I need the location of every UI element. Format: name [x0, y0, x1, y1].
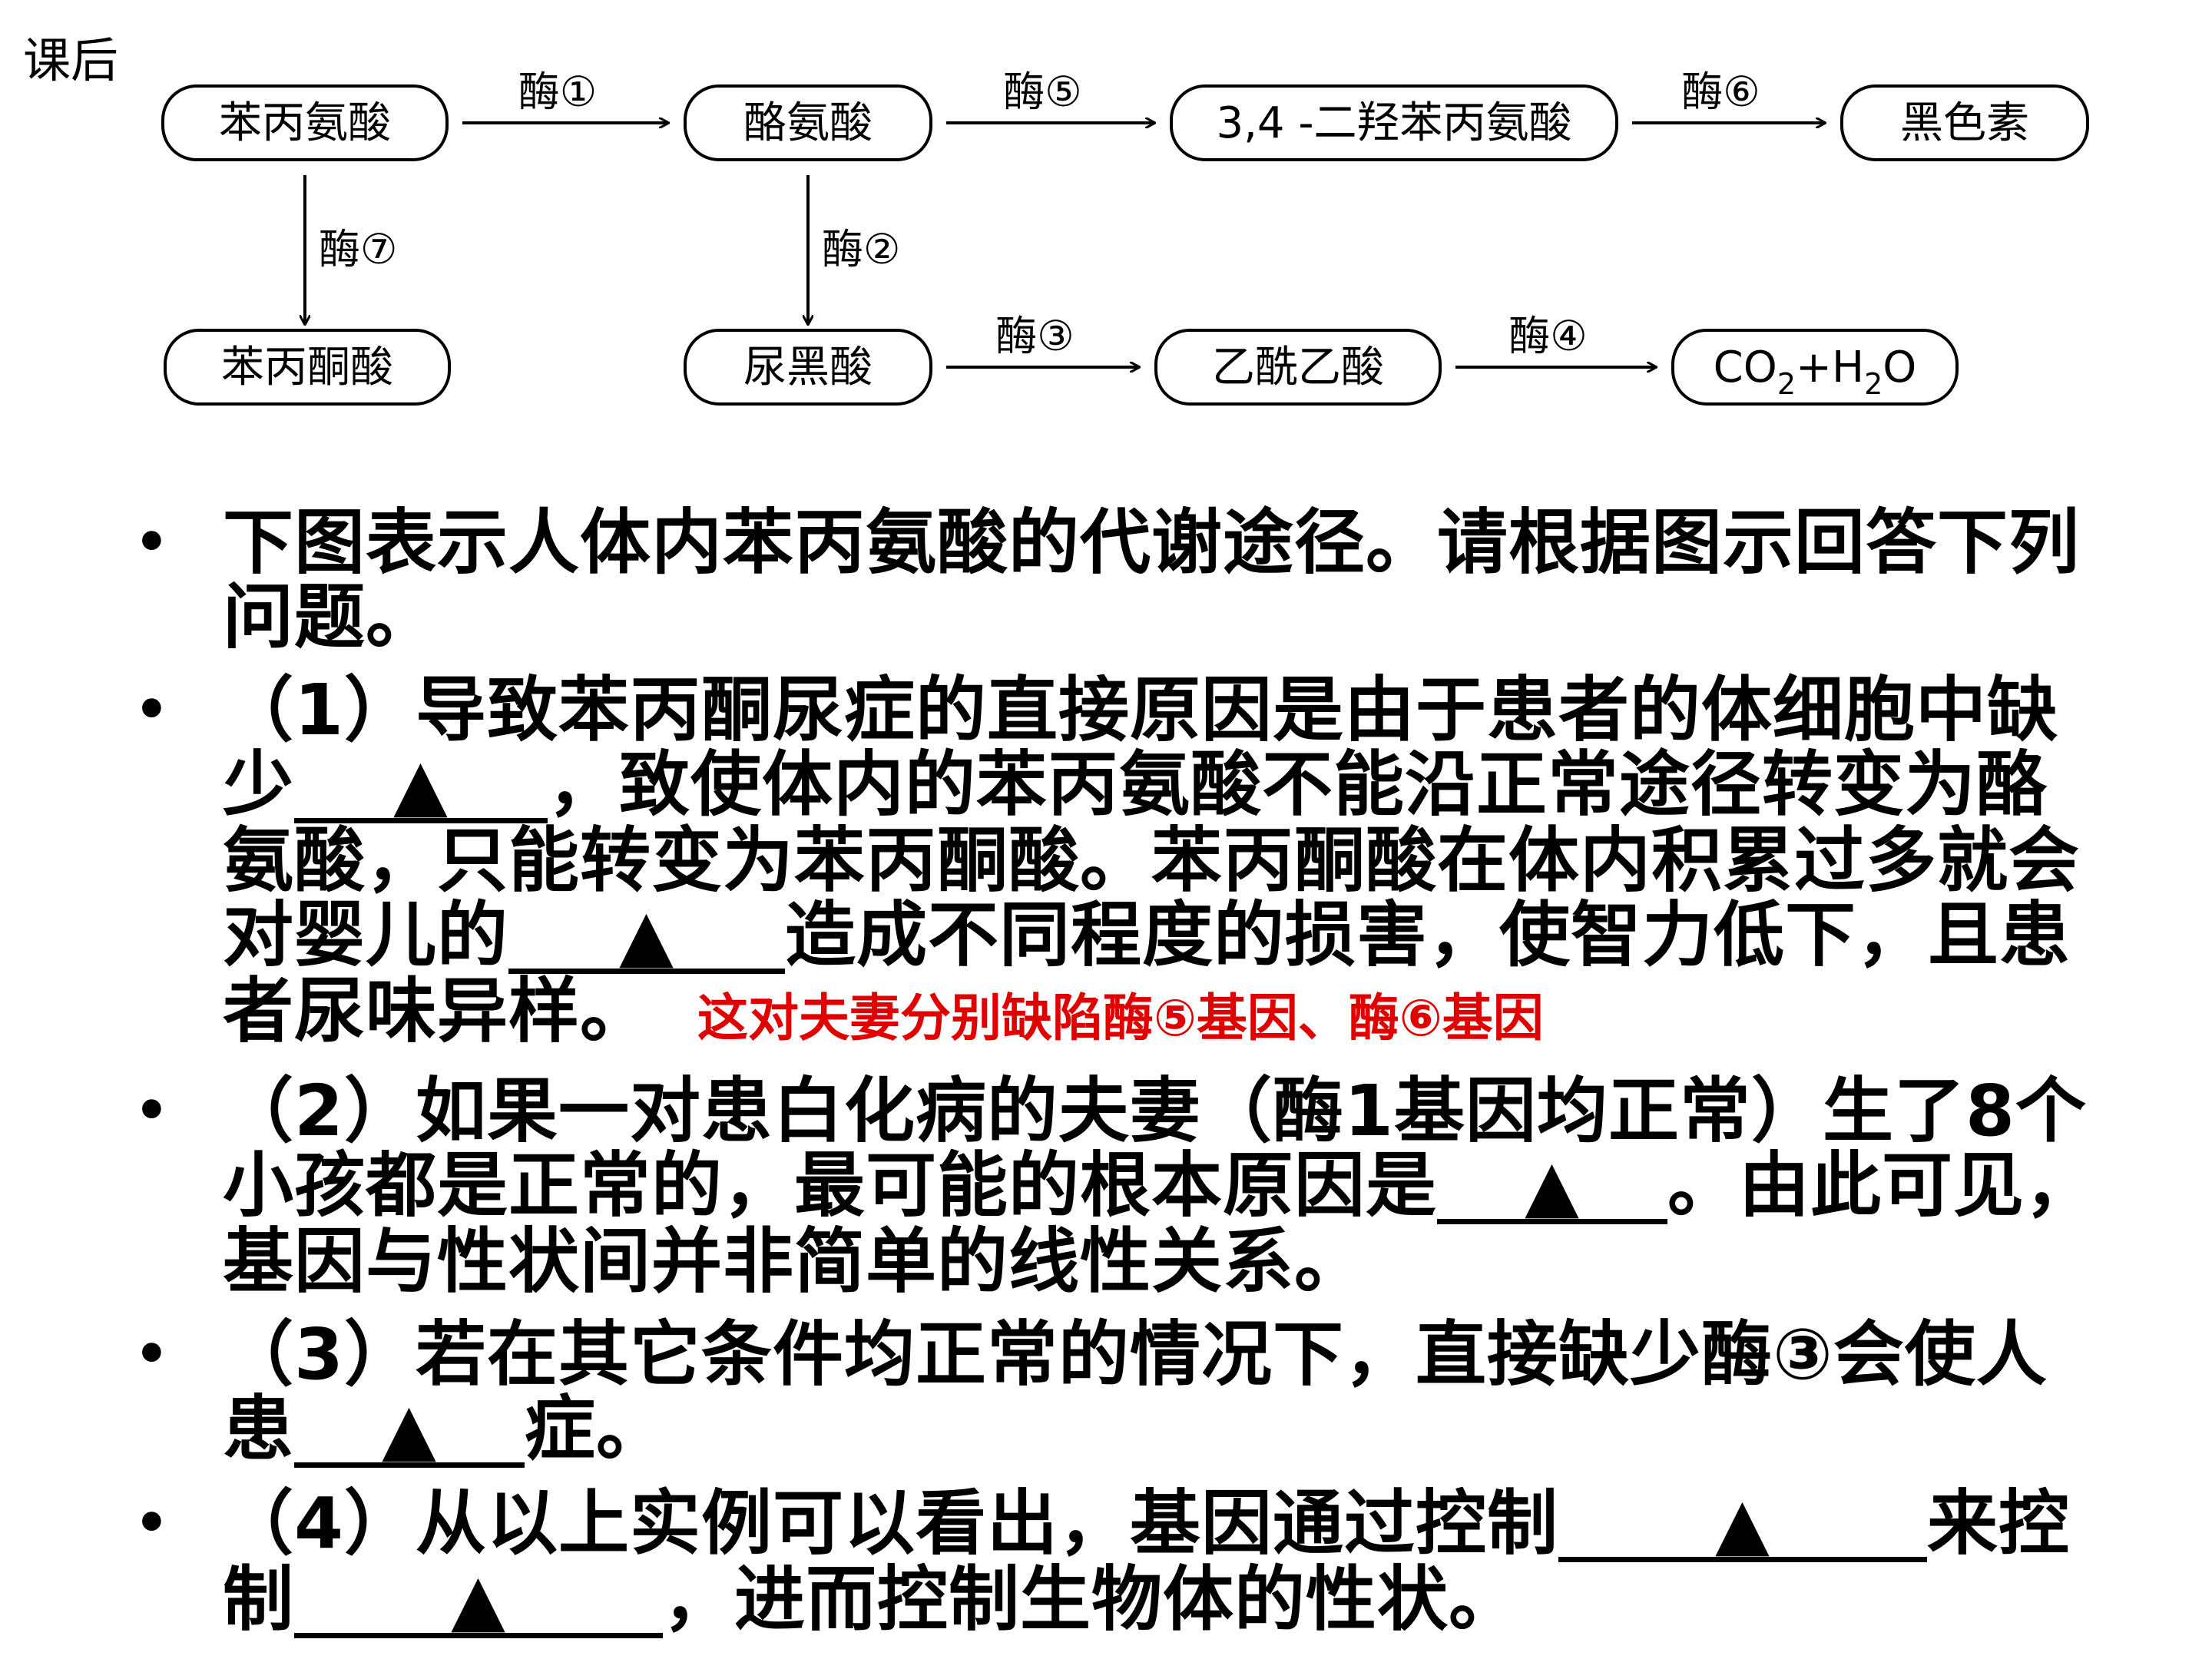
- node-ppa: 苯丙酮酸: [164, 329, 451, 406]
- edge-aaa-final: 酶④: [1455, 312, 1656, 367]
- edge-hga-aaa: 酶③: [946, 312, 1139, 367]
- node-label: 酪氨酸: [743, 98, 873, 148]
- enzyme-label: 酶①: [518, 68, 597, 116]
- bullet: •: [134, 1492, 170, 1555]
- node-label: 尿黑酸: [743, 343, 873, 392]
- metabolic-pathway-diagram: 酶① 酶⑤ 酶⑥ 酶⑦ 酶② 酶③ 酶④ 苯丙氨酸 酪氨酸 3,4 -二羟苯丙氨酸 黑色素苯丙酮酸…: [161, 68, 2089, 406]
- question-2: • （2）如果一对患白化病的夫妻（酶1基因均正常）生了8个小孩都是正常的，最可能…: [134, 1074, 2101, 1299]
- node-label: 乙酰乙酸: [1212, 343, 1384, 392]
- answer-blank-4a: ▲: [1558, 1488, 1928, 1562]
- node-box: [684, 84, 932, 161]
- edge-phe-tyr: 酶①: [462, 68, 668, 123]
- question-list: • 下图表示人体内苯丙氨酸的代谢途径。请根据图示回答下列问题。 • （1）导致苯…: [134, 505, 2101, 1657]
- enzyme-label: 酶④: [1508, 312, 1587, 360]
- node-box: [1170, 84, 1618, 161]
- question-3: • （3）若在其它条件均正常的情况下，直接缺少酶③会使人患▲症。: [134, 1317, 2101, 1468]
- node-dopa: 3,4 -二羟苯丙氨酸: [1170, 84, 1618, 161]
- enzyme-label: 酶②: [822, 225, 900, 273]
- node-box: [1671, 329, 1959, 406]
- q3-text-b: 症。: [525, 1388, 668, 1470]
- q4-text-c: ，进而控制生物体的性状。: [663, 1558, 1521, 1641]
- teacher-note: 这对夫妻分别缺陷酶⑤基因、酶⑥基因: [697, 988, 1544, 1048]
- node-label: 黑色素: [1900, 98, 2029, 148]
- bullet: •: [134, 511, 170, 574]
- enzyme-label: 酶⑥: [1681, 68, 1760, 116]
- node-tyr: 酪氨酸: [684, 84, 932, 161]
- q1-text-a: （1）导致苯丙酮尿症的直接原因是由于患者的体细胞中缺少: [223, 669, 2059, 826]
- node-label: CO2+H2O: [1714, 343, 1917, 401]
- edge-phe-ppa: 酶⑦: [305, 175, 397, 324]
- node-label: 苯丙酮酸: [221, 343, 393, 392]
- intro-item: • 下图表示人体内苯丙氨酸的代谢途径。请根据图示回答下列问题。: [134, 505, 2101, 654]
- node-box: [1154, 329, 1442, 406]
- question-1: • （1）导致苯丙酮尿症的直接原因是由于患者的体细胞中缺少▲，致使体内的苯丙氨酸…: [134, 673, 2101, 1055]
- node-melanin: 黑色素: [1840, 84, 2089, 161]
- intro-text: 下图表示人体内苯丙氨酸的代谢途径。请根据图示回答下列问题。: [223, 502, 2081, 658]
- edge-tyr-dopa: 酶⑤: [946, 68, 1154, 123]
- answer-blank-1b: ▲: [508, 900, 786, 974]
- node-aaa: 乙酰乙酸: [1154, 329, 1442, 406]
- bullet: •: [134, 1323, 170, 1386]
- question-4: • （4）从以上实例可以看出，基因通过控制▲来控制▲，进而控制生物体的性状。: [134, 1486, 2101, 1638]
- q2-text-b: 。由此可见，基因与性状间并非简单的线性关系。: [223, 1144, 2097, 1303]
- answer-blank-3: ▲: [294, 1394, 525, 1468]
- answer-blank-1a: ▲: [294, 750, 548, 823]
- bullet: •: [134, 678, 170, 741]
- enzyme-label: 酶③: [995, 312, 1074, 360]
- enzyme-label: 酶⑤: [1003, 68, 1081, 116]
- q1-text-c: 造成不同程度的损害，使智力低下，且患者尿味异样。: [223, 894, 2071, 1052]
- node-final: CO2+H2O: [1671, 329, 1959, 406]
- bullet: •: [134, 1079, 170, 1142]
- q4-text-a: （4）从以上实例可以看出，基因通过控制: [223, 1482, 1559, 1565]
- node-box: [161, 84, 449, 161]
- edge-tyr-hga: 酶②: [808, 175, 900, 324]
- answer-blank-4b: ▲: [294, 1565, 664, 1638]
- node-label: 3,4 -二羟苯丙氨酸: [1216, 98, 1571, 148]
- node-box: [684, 329, 932, 406]
- q1-text-b: ，致使体内的苯丙氨酸不能沿正常途径转变为酪氨酸，只能转变为苯丙酮酸。苯丙酮酸在体…: [223, 743, 2081, 976]
- edge-dopa-melanin: 酶⑥: [1632, 68, 1825, 123]
- node-label: 苯丙氨酸: [219, 98, 391, 148]
- corner-label: 课后: [23, 32, 119, 88]
- enzyme-label: 酶⑦: [319, 225, 397, 273]
- q2-text-a: （2）如果一对患白化病的夫妻（酶1基因均正常）生了8个小孩都是正常的，最可能的根…: [223, 1070, 2088, 1227]
- node-phe: 苯丙氨酸: [161, 84, 449, 161]
- answer-blank-2: ▲: [1437, 1151, 1668, 1224]
- node-hga: 尿黑酸: [684, 329, 932, 406]
- q3-text-a: （3）若在其它条件均正常的情况下，直接缺少酶③会使人患: [223, 1313, 2048, 1470]
- q4-text-b: 来控制: [223, 1482, 2071, 1641]
- node-box: [1840, 84, 2089, 161]
- node-box: [164, 329, 451, 406]
